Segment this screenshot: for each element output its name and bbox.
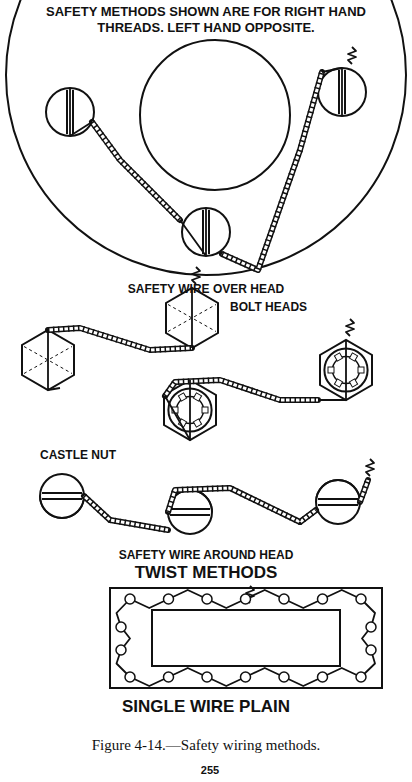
drawing-stroke: [358, 367, 364, 373]
section-heading: TWIST METHODS: [56, 563, 356, 583]
flange-bore: [140, 40, 290, 190]
safety-wire: [70, 88, 92, 136]
drawing-stroke: [202, 407, 208, 413]
drawing-stroke: [170, 508, 210, 510]
wire-pigtail: [348, 47, 356, 64]
cover-opening: [152, 610, 340, 666]
safety-wire: [180, 208, 206, 256]
screw-hole: [241, 672, 251, 682]
callout-label: SAFETY WIRE AROUND HEAD: [40, 548, 372, 562]
flange-outline: [6, 0, 406, 275]
drawing-stroke: [318, 68, 366, 116]
screw-hole: [318, 672, 328, 682]
drawing-stroke: [360, 480, 368, 502]
drawing-stroke: [42, 492, 82, 494]
screw-hole: [116, 645, 126, 655]
wire-pigtail: [366, 459, 374, 476]
screw-hole: [164, 594, 174, 604]
screw-hole: [202, 594, 212, 604]
screw-hole: [356, 594, 366, 604]
drawing-stroke: [334, 379, 342, 387]
twisted-wire: [48, 328, 192, 350]
drawing-stroke: [328, 367, 334, 373]
cover-plate: [110, 588, 382, 688]
drawing-stroke: [92, 122, 180, 220]
screw-hole: [366, 645, 376, 655]
drawing-stroke: [165, 380, 318, 400]
safety-wire: [165, 380, 190, 440]
callout-label: SAFETY WIRE OVER HEAD: [56, 282, 356, 296]
drawing-stroke: [178, 393, 186, 401]
screw-hole: [241, 594, 251, 604]
screw-hole: [356, 672, 366, 682]
screw-hole: [279, 672, 289, 682]
single-safety-wire: [117, 590, 376, 686]
safety-wire: [318, 340, 346, 400]
twisted-wire: [92, 122, 180, 220]
drawing-stroke: [46, 88, 94, 136]
screw-hole: [116, 622, 126, 632]
wire-pigtail: [192, 267, 200, 284]
screw-head: [46, 88, 94, 136]
drawing-stroke: [360, 480, 368, 502]
drawing-stroke: [334, 353, 342, 361]
twisted-wire: [84, 496, 168, 530]
drawing-stroke: [193, 419, 201, 427]
drawing-stroke: [66, 90, 68, 134]
drawing-stroke: [48, 328, 192, 350]
section-heading: SINGLE WIRE PLAIN: [56, 697, 356, 717]
drawing-stroke: [48, 328, 192, 350]
screw-hole: [125, 672, 135, 682]
drawing-stroke: [222, 72, 322, 270]
screw-hole: [318, 594, 328, 604]
drawing-stroke: [193, 393, 201, 401]
drawing-stroke: [84, 496, 168, 530]
screw-hole: [164, 672, 174, 682]
drawing-stroke: [84, 496, 168, 530]
twisted-wire: [360, 480, 368, 502]
screw-hole: [366, 622, 376, 632]
drawing-stroke: [40, 474, 84, 518]
screw-hole: [279, 594, 289, 604]
drawing-stroke: [222, 72, 322, 270]
drawing-stroke: [168, 488, 316, 522]
twisted-wire: [165, 380, 318, 400]
drawing-stroke: [42, 498, 82, 500]
screw-head: [316, 480, 360, 524]
screw-hole: [202, 672, 212, 682]
screw-head: [40, 474, 84, 518]
figure-caption: Figure 4-14.—Safety wiring methods.: [20, 736, 392, 754]
wire-pigtail: [346, 319, 354, 336]
safety-wire: [40, 496, 84, 518]
callout-label: BOLT HEADS: [230, 300, 350, 314]
drawing-stroke: [208, 210, 210, 254]
drawing-stroke: [344, 70, 346, 114]
drawing-stroke: [349, 379, 357, 387]
drawing-stroke: [92, 122, 180, 220]
drawing-stroke: [170, 514, 210, 516]
twisted-wire: [222, 72, 322, 270]
drawing-stroke: [318, 504, 358, 506]
page-number: 255: [180, 764, 240, 777]
twisted-wire: [168, 488, 316, 522]
drawing-stroke: [349, 353, 357, 361]
note-text: SAFETY METHODS SHOWN ARE FOR RIGHT HAND …: [30, 4, 382, 35]
screw-hole: [125, 594, 135, 604]
drawing-stroke: [168, 488, 316, 522]
safety-wire: [316, 480, 360, 502]
drawing-stroke: [72, 90, 74, 134]
callout-label: CASTLE NUT: [40, 448, 160, 462]
screw-head: [318, 68, 366, 116]
safety-wire: [322, 68, 342, 116]
drawing-stroke: [338, 70, 340, 114]
drawing-stroke: [316, 480, 360, 524]
drawing-stroke: [165, 380, 318, 400]
safety-wire: [48, 288, 192, 390]
drawing-stroke: [318, 498, 358, 500]
drawing-stroke: [202, 210, 204, 254]
